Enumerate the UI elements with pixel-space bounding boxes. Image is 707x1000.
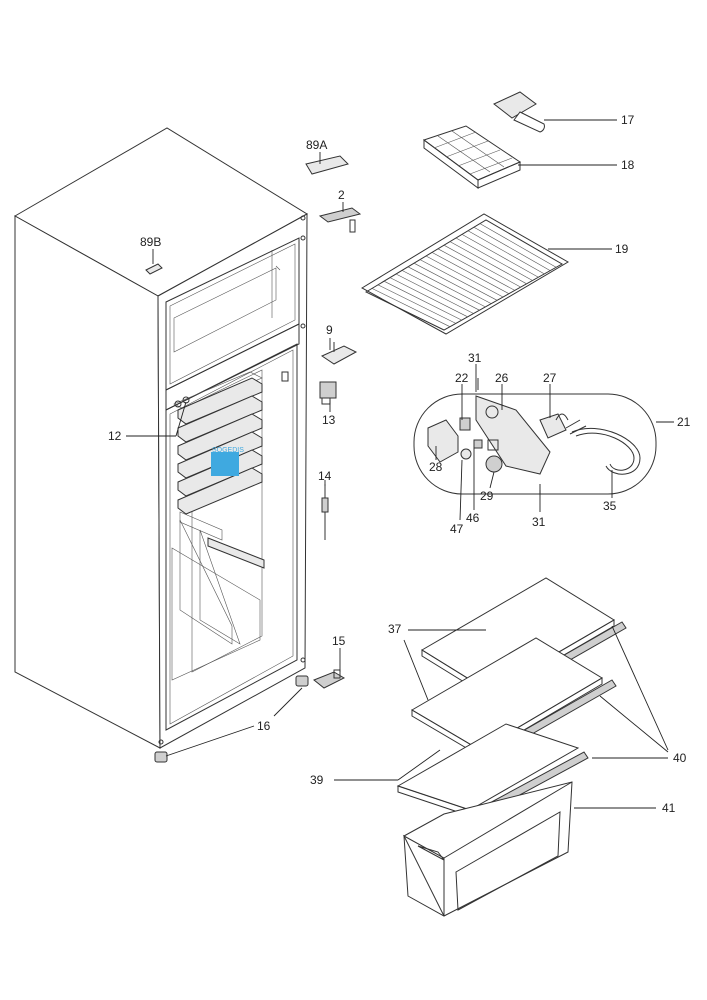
glass-shelves-and-crisper xyxy=(396,577,627,917)
callout-41: 41 xyxy=(662,801,676,815)
callout-labels: 17 18 89A 2 19 89B 9 31 22 26 27 21 13 1… xyxy=(108,113,691,815)
fridge-cabinet xyxy=(13,127,308,749)
shelf-wire xyxy=(419,259,498,301)
shelf-wire xyxy=(467,230,545,275)
callout-35: 35 xyxy=(603,499,617,513)
callout-39: 39 xyxy=(310,773,324,787)
part-21-control-housing-group xyxy=(413,378,657,495)
callout-29: 29 xyxy=(480,489,494,503)
shelf-wire xyxy=(407,266,486,308)
part-17-ice-scraper xyxy=(493,91,545,133)
callout-89b: 89B xyxy=(140,235,161,249)
shelf-wire xyxy=(377,284,456,324)
adjustable-feet xyxy=(154,675,309,763)
part-19-wire-shelf xyxy=(360,213,569,335)
callout-15: 15 xyxy=(332,634,346,648)
callout-22: 22 xyxy=(455,371,469,385)
shelf-wire xyxy=(425,255,504,298)
shelf-wire xyxy=(443,244,521,288)
callout-47: 47 xyxy=(450,522,464,536)
callout-31-top: 31 xyxy=(468,351,482,365)
watermark-logo: SOGEDIS xyxy=(211,447,244,476)
callout-18: 18 xyxy=(621,158,635,172)
callout-17: 17 xyxy=(621,113,635,127)
callout-9: 9 xyxy=(326,323,333,337)
shelf-wire xyxy=(383,280,462,321)
callout-28: 28 xyxy=(429,460,443,474)
shelf-wire xyxy=(455,237,533,281)
callout-12: 12 xyxy=(108,429,122,443)
shelf-wire xyxy=(479,223,557,268)
watermark-text: SOGEDIS xyxy=(212,447,244,454)
callout-19: 19 xyxy=(615,242,629,256)
part-15-hinge-bracket xyxy=(313,669,346,689)
part-89b xyxy=(145,263,163,275)
shelf-wire xyxy=(389,277,468,318)
callout-89a: 89A xyxy=(306,138,327,152)
callout-21: 21 xyxy=(677,415,691,429)
shelf-wire xyxy=(371,288,451,327)
part-14-probe xyxy=(321,484,329,540)
shelf-wire xyxy=(413,262,492,304)
callout-37: 37 xyxy=(388,622,402,636)
part-18-ice-tray xyxy=(422,125,522,189)
shelf-wire xyxy=(449,241,527,285)
callout-40: 40 xyxy=(673,751,687,765)
callout-14: 14 xyxy=(318,469,332,483)
callout-31-bottom: 31 xyxy=(532,515,546,529)
shelf-wire xyxy=(461,234,539,278)
shelf-wire xyxy=(401,270,480,311)
callout-16: 16 xyxy=(257,719,271,733)
part-89a xyxy=(305,155,349,175)
part-9-bracket xyxy=(320,342,358,365)
shelf-wire xyxy=(437,248,515,291)
callout-13: 13 xyxy=(322,413,336,427)
callout-26: 26 xyxy=(495,371,509,385)
shelf-wire xyxy=(431,252,510,294)
callout-27: 27 xyxy=(543,371,557,385)
shelf-wire xyxy=(473,226,551,271)
shelf-wire xyxy=(395,273,474,314)
part-13-lamp-holder xyxy=(319,381,337,405)
leader-lines xyxy=(126,119,674,809)
part-2-hinge xyxy=(318,207,362,233)
callout-46: 46 xyxy=(466,511,480,525)
callout-2: 2 xyxy=(338,188,345,202)
